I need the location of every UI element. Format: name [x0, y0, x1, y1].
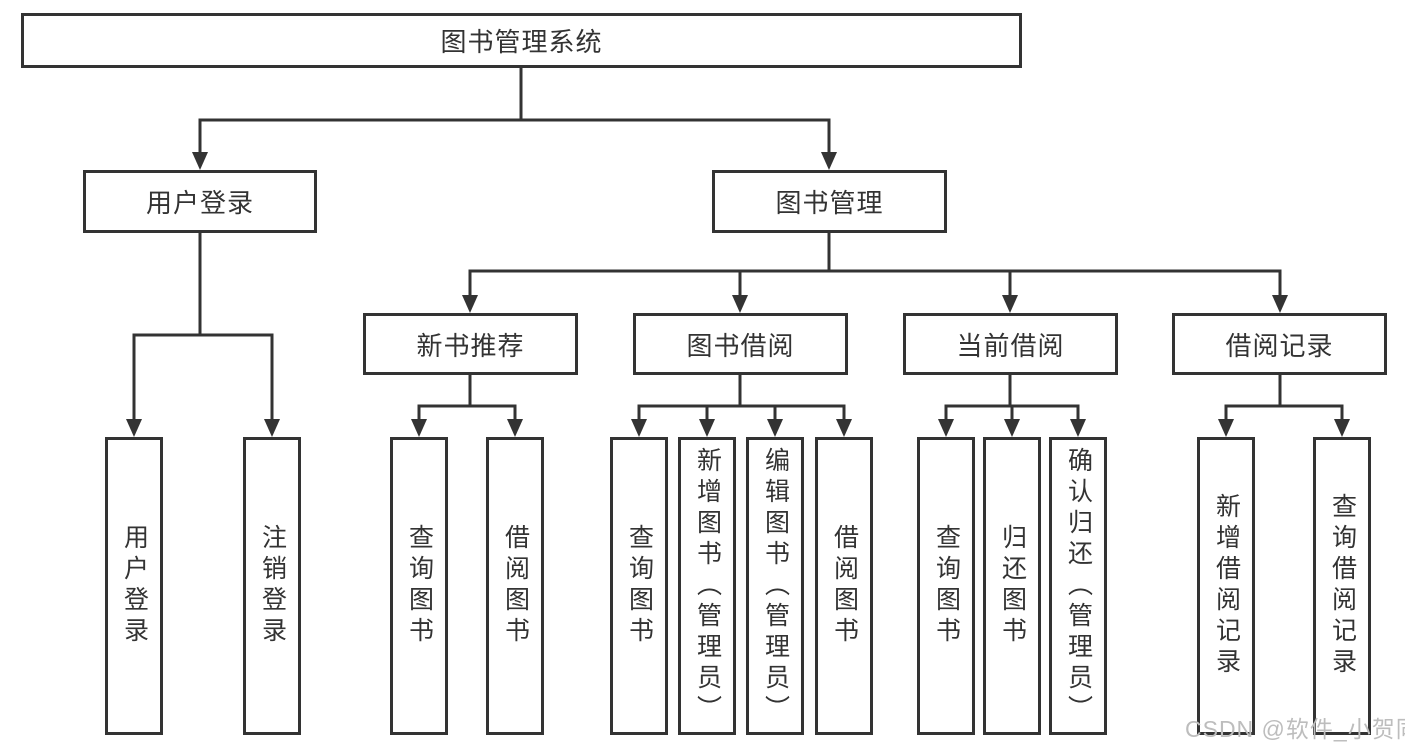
node-user-login: 用户登录 — [83, 170, 317, 233]
leaf-add-borrow-record: 新增借阅记录 — [1197, 437, 1255, 735]
leaf-logout-label: 注销登录 — [258, 524, 287, 648]
leaf-borrow-books-recommend: 借阅图书 — [486, 437, 544, 735]
leaf-confirm-return-admin: 确认归还（管理员） — [1049, 437, 1107, 735]
leaf-query-books-current: 查询图书 — [917, 437, 975, 735]
leaf-query-books-current-label: 查询图书 — [932, 524, 961, 648]
leaf-user-login: 用户登录 — [105, 437, 163, 735]
leaf-user-login-label: 用户登录 — [120, 524, 149, 648]
leaf-logout: 注销登录 — [243, 437, 301, 735]
node-current-borrow: 当前借阅 — [903, 313, 1118, 375]
connector-lines — [132, 68, 1344, 421]
node-library-system: 图书管理系统 — [21, 13, 1022, 68]
leaf-edit-books-admin: 编辑图书（管理员） — [746, 437, 804, 735]
leaf-borrow-books: 借阅图书 — [815, 437, 873, 735]
leaf-query-borrow-record-label: 查询借阅记录 — [1328, 493, 1357, 679]
leaf-query-books-recommend-label: 查询图书 — [405, 524, 434, 648]
leaf-add-books-admin-label: 新增图书（管理员） — [693, 446, 722, 726]
leaf-borrow-books-label: 借阅图书 — [830, 524, 859, 648]
node-book-borrow: 图书借阅 — [633, 313, 848, 375]
leaf-return-books-label: 归还图书 — [998, 524, 1027, 648]
connector-arrowheads — [126, 152, 1350, 437]
leaf-add-borrow-record-label: 新增借阅记录 — [1212, 493, 1241, 679]
leaf-return-books: 归还图书 — [983, 437, 1041, 735]
leaf-add-books-admin: 新增图书（管理员） — [678, 437, 736, 735]
leaf-borrow-books-recommend-label: 借阅图书 — [501, 524, 530, 648]
leaf-query-books-recommend: 查询图书 — [390, 437, 448, 735]
csdn-watermark: CSDN @软件_小贺同学 — [1185, 716, 1405, 742]
leaf-confirm-return-admin-label: 确认归还（管理员） — [1064, 446, 1093, 726]
node-borrow-records: 借阅记录 — [1172, 313, 1387, 375]
node-book-management: 图书管理 — [712, 170, 947, 233]
leaf-edit-books-admin-label: 编辑图书（管理员） — [761, 446, 790, 726]
leaf-query-books-borrow: 查询图书 — [610, 437, 668, 735]
node-new-book-recommend: 新书推荐 — [363, 313, 578, 375]
leaf-query-books-borrow-label: 查询图书 — [625, 524, 654, 648]
leaf-query-borrow-record: 查询借阅记录 — [1313, 437, 1371, 735]
